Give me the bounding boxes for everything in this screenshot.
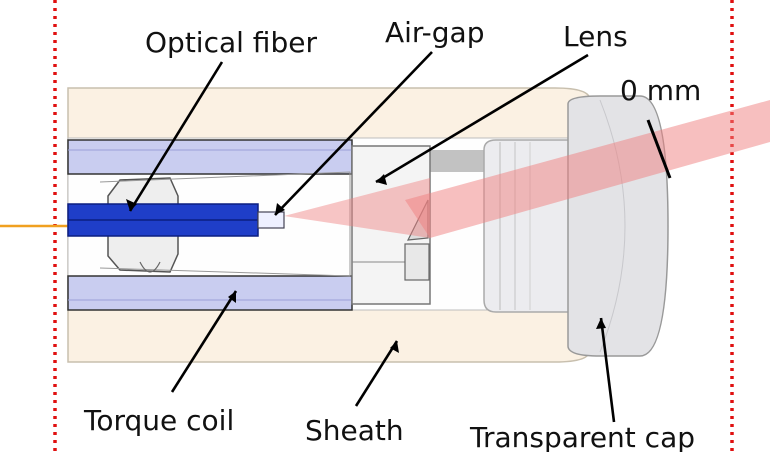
label-air-gap: Air-gap [385, 16, 484, 49]
label-optical-fiber: Optical fiber [145, 26, 317, 59]
torque-coil-upper [67, 139, 353, 175]
zero-mm-tick [646, 119, 672, 179]
laser-beam-cone [284, 178, 430, 238]
label-sheath: Sheath [305, 414, 404, 447]
fiber-tip [257, 211, 285, 229]
leader-lines [128, 51, 616, 423]
label-transparent-cap: Transparent cap [469, 421, 695, 452]
torque-coil-lower [67, 275, 353, 311]
label-zero-mm: 0 mm [620, 74, 701, 107]
laser-beam-out [405, 100, 770, 238]
label-lens: Lens [563, 20, 628, 53]
lens-prism [404, 243, 430, 281]
label-torque-coil: Torque coil [83, 404, 234, 437]
leader-arrowheads [126, 174, 606, 353]
